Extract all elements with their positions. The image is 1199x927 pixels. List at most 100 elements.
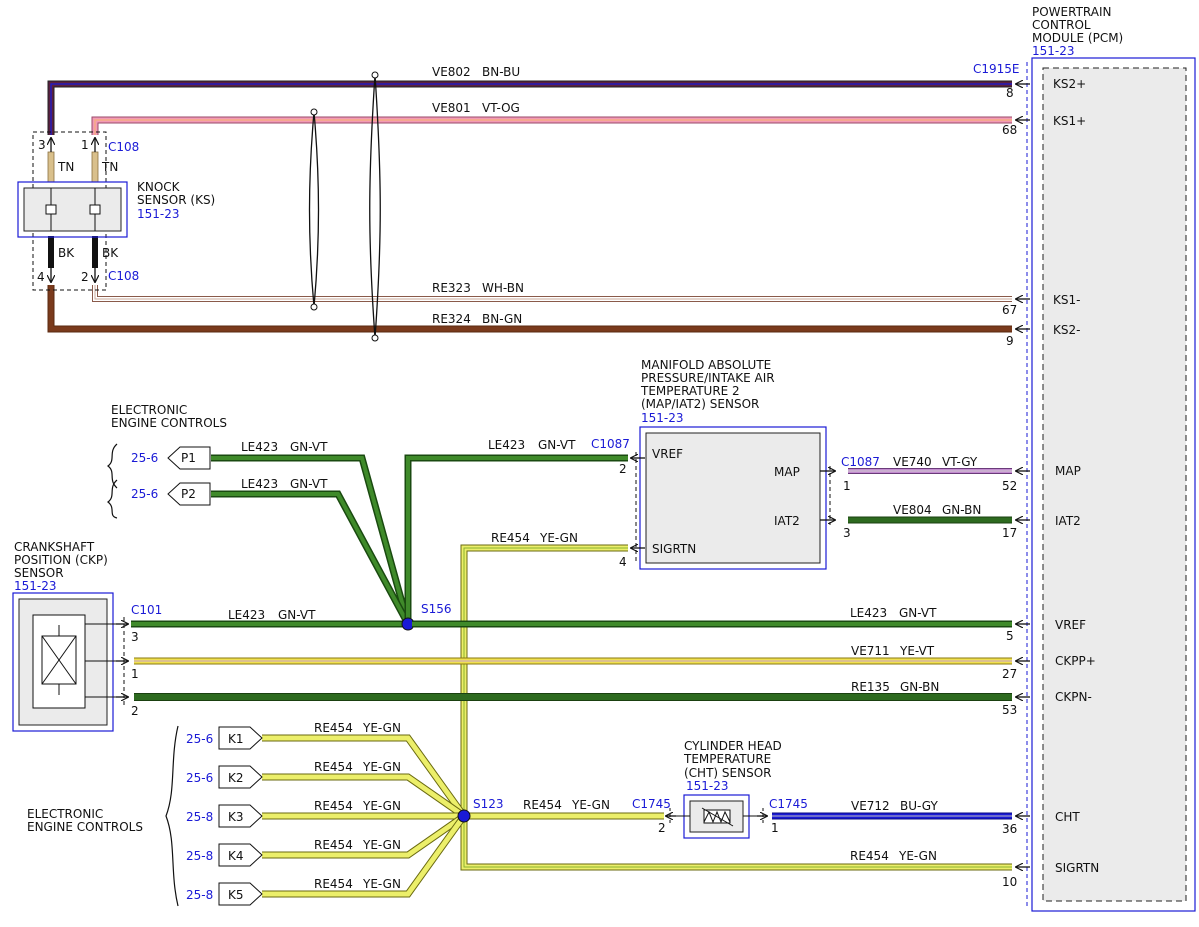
ks-pin-4: 4 — [37, 270, 45, 284]
pcm-pin-ckpp-plus[interactable]: CKPP+ 27 — [1002, 654, 1096, 681]
ks-bk-2: BK — [102, 246, 119, 260]
svg-text:GN-BN: GN-BN — [942, 503, 981, 517]
svg-text:VE712: VE712 — [851, 799, 890, 813]
map-ref[interactable]: 151-23 — [641, 411, 684, 425]
eec-link-p2[interactable]: 25-6 P2 — [131, 482, 211, 506]
svg-text:3: 3 — [131, 630, 139, 644]
svg-text:CKPP+: CKPP+ — [1055, 654, 1096, 668]
svg-text:VT-OG: VT-OG — [482, 101, 520, 115]
eec-top-title-1: ELECTRONIC — [111, 403, 187, 417]
wire-ve712[interactable]: VE712 BU-GY — [772, 799, 1012, 820]
svg-text:CHT: CHT — [1055, 810, 1080, 824]
ks-wire-ve801[interactable]: VE801 VT-OG — [91, 101, 1012, 135]
svg-text:3: 3 — [843, 526, 851, 540]
pcm-pin-cht[interactable]: CHT 36 — [1002, 810, 1080, 836]
ckp-ref[interactable]: 151-23 — [14, 579, 57, 593]
svg-text:S156: S156 — [421, 602, 452, 616]
cht-ref[interactable]: 151-23 — [686, 779, 729, 793]
pcm-connector-label[interactable]: C1915E — [973, 62, 1020, 76]
svg-text:RE454: RE454 — [491, 531, 530, 545]
svg-text:YE-GN: YE-GN — [362, 838, 401, 852]
svg-text:25-8: 25-8 — [186, 849, 213, 863]
knock-sensor[interactable]: 3 1 4 2 C108 C108 TN TN BK BK KNOCK SENS… — [17, 131, 215, 291]
svg-text:BN-GN: BN-GN — [482, 312, 522, 326]
wire-re135[interactable]: RE135 GN-BN — [134, 680, 1012, 701]
svg-text:1: 1 — [843, 479, 851, 493]
eec-link-k2[interactable]: 25-6 K2 — [186, 765, 263, 789]
svg-text:25-8: 25-8 — [186, 810, 213, 824]
ks-ref[interactable]: 151-23 — [137, 207, 180, 221]
pcm-pin-ks2-plus[interactable]: KS2+ 8 — [1006, 77, 1086, 100]
ks-wire-ve802[interactable]: VE802 BN-BU — [47, 65, 1012, 135]
pcm-pin-iat2[interactable]: IAT2 17 — [1002, 514, 1081, 540]
ks-wire-re323[interactable]: RE323 WH-BN — [92, 281, 1012, 302]
svg-text:68: 68 — [1002, 123, 1017, 137]
svg-text:10: 10 — [1002, 875, 1017, 889]
wire-ve740[interactable]: VE740 VT-GY — [848, 455, 1012, 474]
ks-bk-1: BK — [58, 246, 75, 260]
svg-text:GN-VT: GN-VT — [278, 608, 316, 622]
pcm-pin-ckpn-minus[interactable]: CKPN- 53 — [1002, 690, 1092, 717]
svg-text:53: 53 — [1002, 703, 1017, 717]
wire-ve711[interactable]: VE711 YE-VT — [134, 644, 1012, 665]
eec-link-k5[interactable]: 25-8 K5 — [186, 882, 263, 906]
eec-link-p1[interactable]: 25-6 P1 — [131, 446, 211, 470]
pcm-pin-map[interactable]: MAP 52 — [1002, 464, 1081, 493]
svg-text:C1087: C1087 — [591, 437, 630, 451]
ks-pin-3: 3 — [38, 138, 46, 152]
svg-text:RE324: RE324 — [432, 312, 471, 326]
eec-link-k3[interactable]: 25-8 K3 — [186, 804, 263, 828]
svg-text:YE-GN: YE-GN — [898, 849, 937, 863]
pcm-pin-vref[interactable]: VREF 5 — [1006, 618, 1086, 643]
pcm-module[interactable]: POWERTRAIN CONTROL MODULE (PCM) 151-23 C… — [973, 5, 1196, 912]
wire-re454-trunk[interactable]: RE454 YE-GN RE454 YE-GN — [460, 531, 1012, 871]
pcm-pins: KS2+ 8 KS1+ 68 KS1- 67 KS2- 9 MAP 52 IAT… — [1002, 77, 1099, 889]
svg-text:P1: P1 — [181, 451, 196, 465]
wire-re454-cht[interactable]: RE454 YE-GN — [464, 798, 664, 820]
svg-text:25-6: 25-6 — [186, 732, 213, 746]
eec-top: ELECTRONIC ENGINE CONTROLS 25-6 P1 25-6 … — [107, 403, 227, 519]
pcm-pin-sigrtn[interactable]: SIGRTN 10 — [1002, 861, 1099, 889]
svg-text:5: 5 — [1006, 629, 1014, 643]
pcm-pin-ks1-plus[interactable]: KS1+ 68 — [1002, 114, 1086, 137]
svg-text:KS2+: KS2+ — [1053, 77, 1086, 91]
svg-text:25-6: 25-6 — [131, 487, 158, 501]
ks-top-connector[interactable]: C108 — [108, 140, 139, 154]
ks-bottom-connector[interactable]: C108 — [108, 269, 139, 283]
svg-text:C1087: C1087 — [841, 455, 880, 469]
svg-text:27: 27 — [1002, 667, 1017, 681]
pcm-pin-ks2-minus[interactable]: KS2- 9 — [1006, 323, 1080, 348]
svg-text:VE711: VE711 — [851, 644, 890, 658]
svg-text:52: 52 — [1002, 479, 1017, 493]
eec-link-k4[interactable]: 25-8 K4 — [186, 843, 263, 867]
wire-ve804[interactable]: VE804 GN-BN — [848, 503, 1012, 524]
eec-link-k1[interactable]: 25-6 K1 — [186, 726, 263, 750]
pcm-pin-ks1-minus[interactable]: KS1- 67 — [1002, 293, 1080, 317]
svg-text:BN-BU: BN-BU — [482, 65, 520, 79]
ks-title-1: KNOCK — [137, 180, 181, 194]
map-iat2-sensor[interactable]: MANIFOLD ABSOLUTE PRESSURE/INTAKE AIR TE… — [591, 358, 880, 570]
svg-text:MAP: MAP — [774, 465, 800, 479]
svg-text:GN-VT: GN-VT — [290, 477, 328, 491]
svg-text:RE454: RE454 — [523, 798, 562, 812]
splice-s156[interactable]: S156 — [401, 602, 452, 631]
map-title-1: MANIFOLD ABSOLUTE — [641, 358, 771, 372]
svg-text:K3: K3 — [228, 810, 244, 824]
pcm-ref[interactable]: 151-23 — [1032, 44, 1075, 58]
svg-text:4: 4 — [619, 555, 627, 569]
svg-text:YE-GN: YE-GN — [539, 531, 578, 545]
svg-text:YE-GN: YE-GN — [362, 799, 401, 813]
cht-sensor[interactable]: CYLINDER HEAD TEMPERATURE (CHT) SENSOR 1… — [632, 739, 808, 839]
svg-text:GN-VT: GN-VT — [899, 606, 937, 620]
svg-text:17: 17 — [1002, 526, 1017, 540]
ks-wire-re324[interactable]: RE324 BN-GN — [47, 285, 1012, 333]
eec-k-wires[interactable]: RE454 YE-GN RE454 YE-GN RE454 YE-GN RE45… — [262, 721, 467, 898]
svg-text:36: 36 — [1002, 822, 1017, 836]
svg-text:IAT2: IAT2 — [1055, 514, 1081, 528]
splice-s123[interactable]: S123 — [457, 797, 504, 823]
svg-text:RE454: RE454 — [850, 849, 889, 863]
svg-text:K5: K5 — [228, 888, 244, 902]
svg-text:GN-VT: GN-VT — [538, 438, 576, 452]
ckp-sensor[interactable]: CRANKSHAFT POSITION (CKP) SENSOR 151-23 … — [12, 540, 162, 732]
pcm-title-2: CONTROL — [1032, 18, 1091, 32]
